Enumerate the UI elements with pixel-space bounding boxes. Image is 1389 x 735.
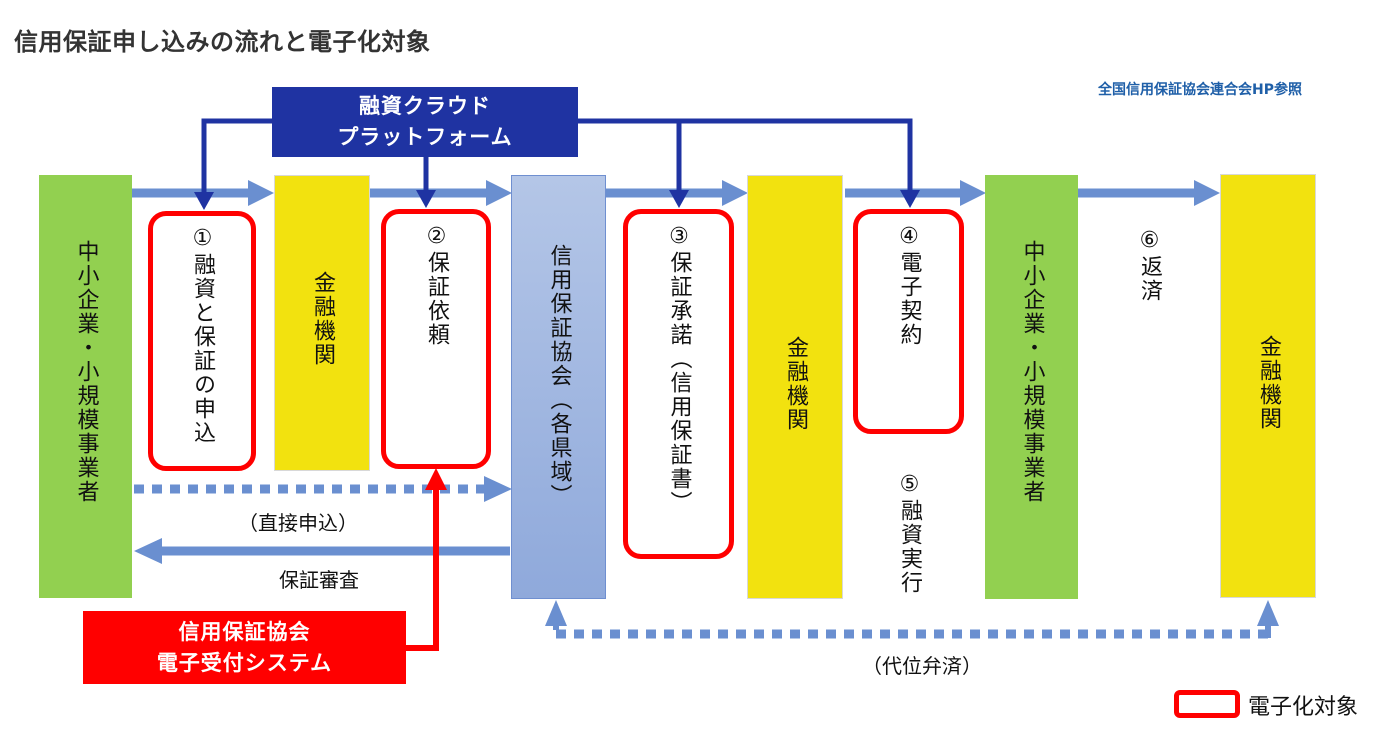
ereceipt-line1: 信用保証協会 [178,620,311,644]
step-label: ②保証依頼 [424,224,449,347]
actor-label: 金融機関 [310,271,335,367]
actor-bank-2: 金融機関 [747,175,843,599]
loan-cloud-platform: 融資クラウド プラットフォーム [272,87,578,157]
actor-label: 中小企業・小規模事業者 [73,240,99,504]
legend-swatch [1174,690,1240,718]
actor-guarantee-association: 信用保証協会（各県域） [511,175,606,599]
subrogation-arrow [545,600,1279,639]
step-label: ④電子契約 [896,224,922,347]
actor-bank-1: 金融機関 [274,175,370,471]
step-6-repayment: ⑥返済 [1137,228,1162,303]
actor-label: 金融機関 [1256,335,1281,431]
arrow-head [722,180,748,206]
step-label: ①融資と保証の申込 [190,226,215,445]
arrow-head [1194,180,1220,206]
arrow-head [669,190,689,208]
arrow-head [900,190,920,208]
step-label: ③保証承諾（信用保証書） [666,224,692,515]
direct-application-arrow [134,476,512,502]
actor-label: 金融機関 [783,336,808,432]
arrow-head [425,468,447,490]
actor-sme-right: 中小企業・小規模事業者 [985,175,1078,599]
direct-application-label: （直接申込） [238,511,358,535]
platform-connectors [194,118,920,210]
electronic-receipt-system: 信用保証協会 電子受付システム [83,611,406,684]
step-2-guarantee-request: ②保証依頼 [381,209,491,469]
actor-label: 中小企業・小規模事業者 [1019,240,1045,504]
arrow-head [1257,600,1279,626]
platform-to-step1 [201,118,272,198]
arrow-head [248,180,274,206]
arrow-head [194,192,214,210]
arrow-head [134,538,162,564]
arrow-head [486,180,512,206]
step-4-e-contract: ④電子契約 [853,209,964,434]
subrogation-label: （代位弁済） [862,654,982,678]
arrow-head [416,190,436,208]
platform-to-step3-4 [578,118,913,196]
step-1-application: ①融資と保証の申込 [148,211,256,471]
actor-sme-left: 中小企業・小規模事業者 [39,175,132,598]
step-5-loan-execution: ⑤融資実行 [897,472,922,595]
ereceipt-connector [406,468,447,651]
actor-label: 信用保証協会（各県域） [546,244,572,508]
legend-label: 電子化対象 [1248,695,1359,720]
page-title: 信用保証申し込みの流れと電子化対象 [14,28,431,56]
guarantee-review-label: 保証審査 [279,568,359,592]
step-3-guarantee-approval: ③保証承諾（信用保証書） [623,209,734,559]
guarantee-review-arrow [134,538,510,564]
actor-bank-3: 金融機関 [1220,174,1316,598]
arrow-head [484,476,512,502]
arrow-head [960,180,986,206]
arrow-head [545,600,567,626]
ereceipt-line2: 電子受付システム [156,651,333,675]
platform-line2: プラットフォーム [337,125,513,149]
source-note: 全国信用保証協会連合会HP参照 [1098,82,1302,98]
platform-line1: 融資クラウド [359,94,491,118]
